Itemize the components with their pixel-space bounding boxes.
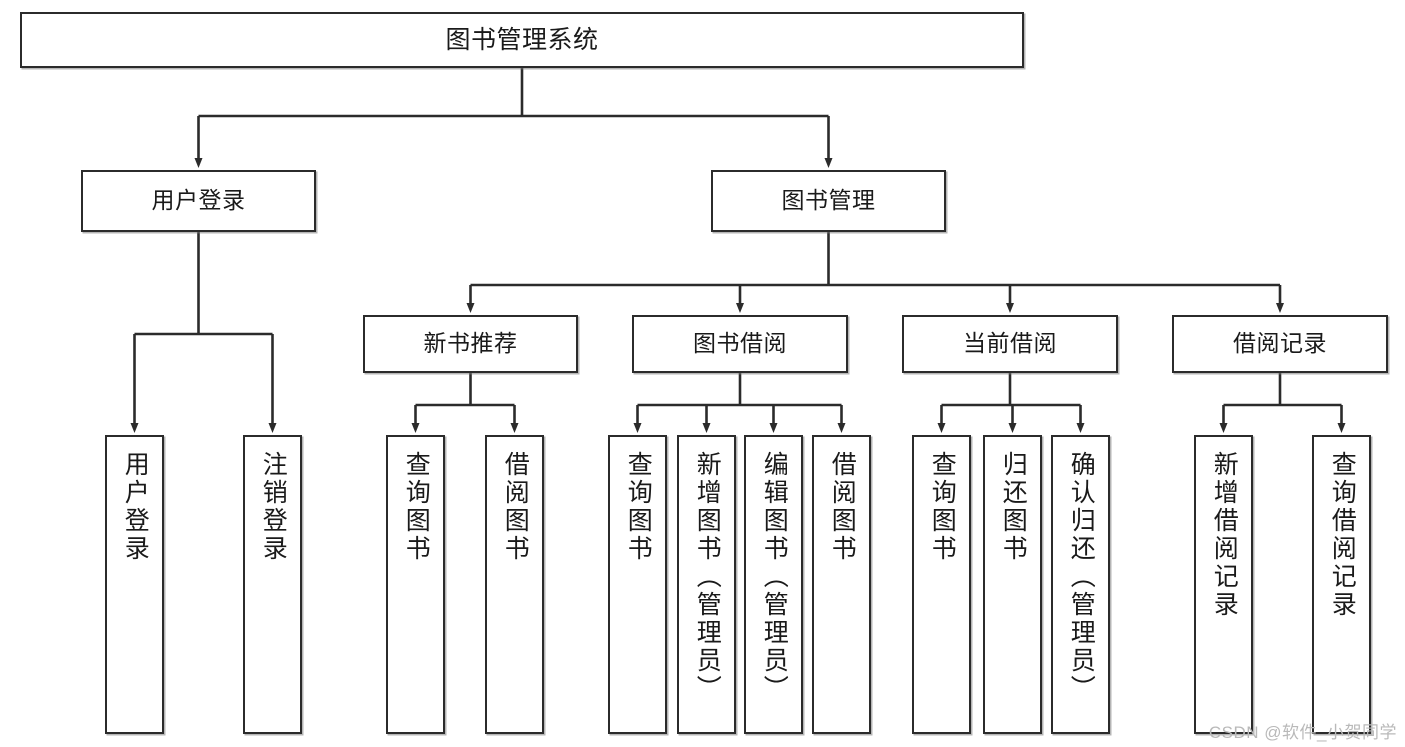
node-leaf-borrow-edit[interactable]: 编辑图书（管理员） (744, 435, 803, 734)
node-label: 查询图书 (402, 451, 431, 563)
node-root[interactable]: 图书管理系统 (20, 12, 1024, 68)
node-leaf-user-logout[interactable]: 注销登录 (243, 435, 302, 734)
node-label: 用户登录 (151, 187, 246, 214)
node-label: 确认归还（管理员） (1067, 451, 1096, 703)
node-label: 编辑图书（管理员） (760, 451, 789, 703)
node-leaf-newbook-query[interactable]: 查询图书 (386, 435, 445, 734)
node-leaf-newbook-borrow[interactable]: 借阅图书 (485, 435, 544, 734)
node-label: 用户登录 (121, 451, 150, 563)
node-label: 图书管理系统 (445, 26, 599, 54)
node-label: 新书推荐 (423, 330, 518, 357)
node-label: 查询图书 (624, 451, 653, 563)
node-leaf-current-confirm[interactable]: 确认归还（管理员） (1051, 435, 1110, 734)
node-newbook[interactable]: 新书推荐 (363, 315, 578, 373)
node-records[interactable]: 借阅记录 (1172, 315, 1388, 373)
node-label: 归还图书 (999, 451, 1028, 563)
node-leaf-records-query[interactable]: 查询借阅记录 (1312, 435, 1371, 734)
node-leaf-borrow-query[interactable]: 查询图书 (608, 435, 667, 734)
node-leaf-current-return[interactable]: 归还图书 (983, 435, 1042, 734)
node-leaf-user-login[interactable]: 用户登录 (105, 435, 164, 734)
node-label: 图书借阅 (693, 330, 787, 357)
node-login[interactable]: 用户登录 (81, 170, 316, 232)
node-label: 借阅图书 (501, 451, 530, 563)
node-label: 图书管理 (781, 187, 876, 214)
node-label: 新增图书（管理员） (693, 451, 722, 703)
node-leaf-records-add[interactable]: 新增借阅记录 (1194, 435, 1253, 734)
csdn-watermark: CSDN @软件_小贺同学 (1208, 723, 1397, 742)
node-label: 查询借阅记录 (1328, 451, 1357, 619)
node-label: 注销登录 (259, 451, 288, 563)
node-leaf-current-query[interactable]: 查询图书 (912, 435, 971, 734)
node-label: 当前借阅 (963, 330, 1057, 357)
node-label: 新增借阅记录 (1210, 451, 1239, 619)
node-label: 借阅记录 (1233, 330, 1327, 357)
node-bookmgmt[interactable]: 图书管理 (711, 170, 946, 232)
node-label: 借阅图书 (828, 451, 857, 563)
node-borrow[interactable]: 图书借阅 (632, 315, 848, 373)
node-label: 查询图书 (928, 451, 957, 563)
node-leaf-borrow-lend[interactable]: 借阅图书 (812, 435, 871, 734)
node-leaf-borrow-add[interactable]: 新增图书（管理员） (677, 435, 736, 734)
node-current[interactable]: 当前借阅 (902, 315, 1118, 373)
